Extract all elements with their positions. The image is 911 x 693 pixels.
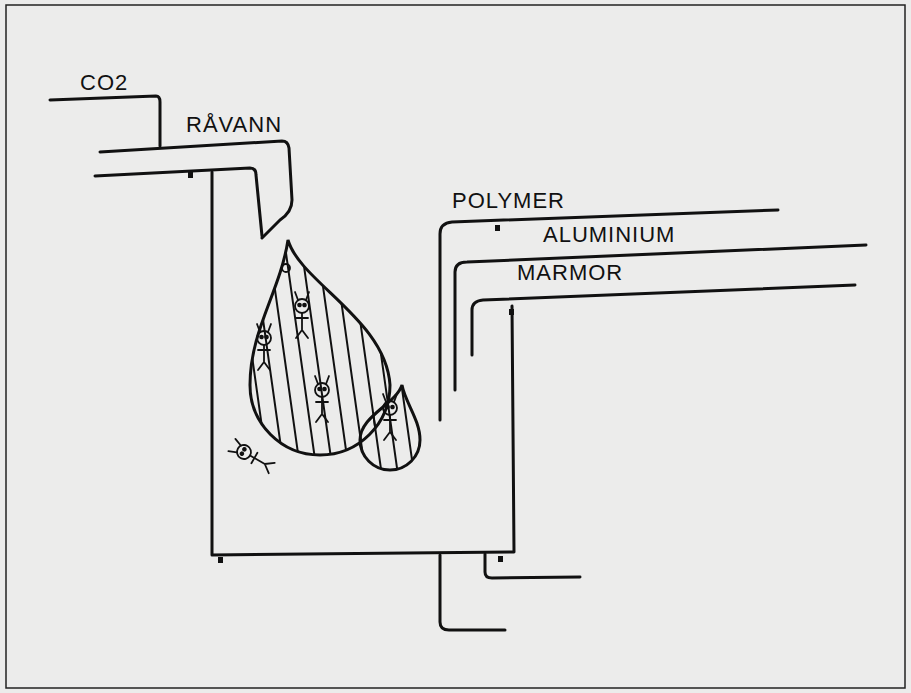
- water-drops: [250, 240, 420, 470]
- frame: [6, 5, 905, 688]
- wall-clips: [188, 172, 514, 563]
- microbes: [228, 264, 397, 474]
- wires: [50, 96, 866, 630]
- material-label: CO2: [80, 72, 128, 94]
- material-label: POLYMER: [452, 190, 565, 212]
- material-label: MARMOR: [517, 262, 623, 284]
- material-label: ALUMINIUM: [543, 224, 675, 246]
- material-label: RÅVANN: [186, 114, 282, 136]
